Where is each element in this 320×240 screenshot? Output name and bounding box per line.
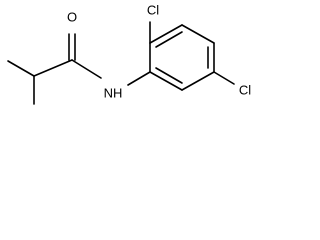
bond-carbonyl-nitrogen <box>71 59 102 79</box>
chlorine-top-label: Cl <box>147 2 159 17</box>
ring-bond-2 <box>149 24 183 44</box>
structure-diagram: O NH Cl Cl <box>7 2 251 105</box>
ring-bond-5 <box>181 71 215 91</box>
ring-double-bond-3 <box>155 67 183 84</box>
bond-nitrogen-ring <box>127 71 151 86</box>
ring-bond-3 <box>181 24 215 44</box>
bond-ring-chlorine-right <box>213 71 235 85</box>
ring-bond-6 <box>149 71 183 91</box>
oxygen-label: O <box>67 9 77 24</box>
ring-double-bond-1 <box>155 31 183 48</box>
chlorine-right-label: Cl <box>239 82 251 97</box>
bond-methyl-top <box>7 60 35 77</box>
bond-ch-carbonyl <box>33 59 73 77</box>
nitrogen-label: NH <box>104 85 123 100</box>
